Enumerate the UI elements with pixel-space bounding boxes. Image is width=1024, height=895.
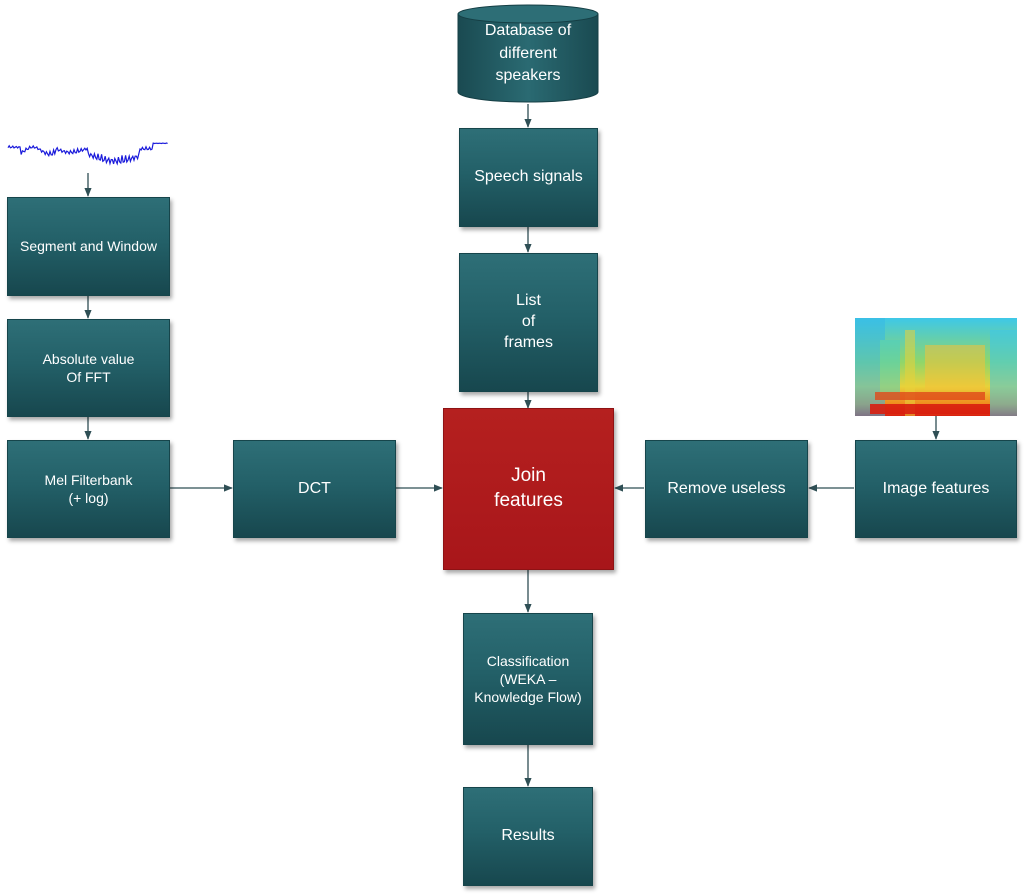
join-features-node: Join features: [443, 408, 614, 570]
speech-signals-node: Speech signals: [459, 128, 598, 227]
abs-fft-node: Absolute value Of FFT: [7, 319, 170, 417]
segment-window-node: Segment and Window: [7, 197, 170, 296]
mel-filterbank-node: Mel Filterbank (+ log): [7, 440, 170, 538]
list-of-frames-node: List of frames: [459, 253, 598, 392]
database-node: Database of different speakers: [484, 22, 572, 85]
classification-node: Classification (WEKA – Knowledge Flow): [463, 613, 593, 745]
remove-useless-node: Remove useless: [645, 440, 808, 538]
results-node: Results: [463, 787, 593, 886]
dct-node: DCT: [233, 440, 396, 538]
image-features-node: Image features: [855, 440, 1017, 538]
